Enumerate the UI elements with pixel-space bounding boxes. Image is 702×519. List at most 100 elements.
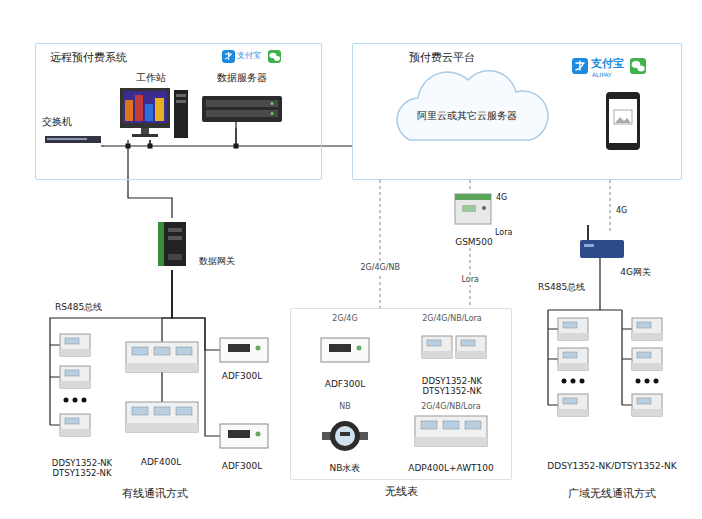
water-meter-icon	[322, 421, 368, 451]
phone-icon	[606, 92, 640, 150]
node-label: 数据服务器	[217, 72, 267, 84]
wechat-icon	[268, 50, 281, 63]
bus-name: RS485总线	[538, 282, 585, 293]
wechat-icon	[630, 58, 646, 74]
4g-gateway-icon	[580, 225, 624, 278]
server-icon	[202, 96, 282, 128]
ellipsis-dots	[82, 398, 87, 403]
link-label: 2G/4G/NB	[359, 263, 402, 273]
rs485-bus	[548, 300, 632, 405]
computer-icon	[176, 100, 186, 103]
wechat-icon	[268, 50, 281, 63]
illustration	[321, 338, 369, 362]
wireless-link	[609, 180, 610, 234]
brand-name: ALIPAY	[592, 71, 612, 78]
alipay-icon	[225, 52, 232, 60]
workstation: 工作站	[112, 72, 190, 140]
bus-wire	[599, 278, 600, 300]
ellipsis-dots	[580, 379, 585, 384]
node-label: 工作站	[136, 72, 166, 84]
alipay-icon	[572, 58, 588, 74]
ellipsis-dots	[73, 398, 78, 403]
signal-name: 4G	[496, 193, 507, 203]
comm-tag: NB	[339, 402, 350, 412]
node-label: ADF400L	[141, 457, 181, 468]
4g-gateway-icon	[599, 258, 600, 278]
server-icon	[271, 112, 274, 115]
node-label: 4G网关	[620, 267, 651, 278]
meter-group: ADF400L	[118, 328, 204, 468]
bus-wire	[236, 128, 352, 146]
wireless-link	[379, 180, 380, 308]
computer-icon	[174, 90, 188, 138]
brand-name: 支付宝	[237, 51, 261, 61]
server-icon	[235, 122, 236, 128]
gsm-module-icon	[482, 206, 486, 210]
gsm-module-icon	[462, 205, 476, 212]
phone-icon	[606, 92, 640, 150]
ellipsis-dots	[571, 379, 576, 384]
illustration	[558, 348, 588, 370]
wireless-link	[469, 180, 470, 190]
meter-group: DDSY1352-NK DTSY1352-NK	[40, 328, 124, 478]
node-label: 交换机	[42, 116, 72, 128]
comm-tag: 2G/4G/NB/Lora	[422, 314, 482, 324]
wireless-meter: 2G/4GADF300L	[300, 314, 390, 390]
node-label: 数据网关	[199, 256, 235, 267]
illustration	[126, 342, 198, 372]
phone-icon	[614, 110, 632, 124]
illustration	[220, 424, 268, 448]
rs485-bus	[50, 328, 60, 425]
illustration	[126, 402, 198, 432]
switch-icon	[101, 145, 104, 146]
bus-wire	[104, 140, 150, 146]
computer-icon	[135, 95, 143, 121]
node-label: 阿里云或其它云服务器	[417, 110, 517, 122]
switch-icon	[45, 136, 104, 146]
ellipsis-dots	[645, 379, 650, 384]
ellipsis-dots	[64, 398, 69, 403]
water-meter-icon	[335, 426, 355, 446]
illustration	[422, 336, 452, 358]
wireless-meter: 2G/4G/NB/LoraDDSY1352-NK DTSY1352-NK	[400, 314, 504, 396]
node-label: DDSY1352-NK DTSY1352-NK	[412, 376, 492, 396]
ellipsis-dots	[562, 379, 659, 384]
computer-icon	[176, 94, 186, 97]
phone-icon	[609, 99, 637, 143]
ellipsis-dots	[562, 379, 567, 384]
node-label: NB水表	[330, 463, 361, 474]
data-server: 数据服务器	[198, 72, 286, 128]
cloud-server: 阿里云或其它云服务器	[392, 68, 542, 150]
computer-icon	[125, 100, 133, 121]
wireless-meter: 2G/4G/NB/LoraADP400L+AWT100	[396, 402, 506, 474]
water-meter-icon	[340, 432, 350, 436]
node-label: 无线表	[291, 485, 511, 498]
section-caption: 广域无线通讯方式	[568, 487, 656, 500]
wechat-icon	[637, 66, 644, 72]
signal-name: Lora	[495, 228, 512, 238]
wechat-icon	[630, 58, 646, 74]
illustration	[558, 318, 588, 340]
section-caption: 有线通讯方式	[122, 487, 188, 500]
signal-name: 4G	[616, 206, 627, 216]
wireless-panel: 无线表2G/4GADF300L2G/4G/NB/LoraDDSY1352-NK …	[290, 308, 512, 480]
illustration	[632, 394, 662, 416]
illustration	[632, 318, 662, 340]
bus-wire	[150, 128, 236, 146]
computer-icon	[120, 88, 170, 128]
comm-tag: 2G/4G	[332, 314, 357, 324]
alipay-icon	[572, 58, 588, 74]
ellipsis-dots	[636, 379, 641, 384]
computer-icon	[123, 91, 167, 123]
system-panel: 远程预付费系统工作站数据服务器交换机	[35, 43, 322, 180]
bus-name: RS485总线	[55, 302, 102, 313]
bus-wire	[172, 270, 212, 350]
alipay-icon	[576, 61, 585, 71]
computer-icon	[155, 98, 164, 121]
illustration	[558, 394, 588, 416]
4g-gateway-icon	[584, 244, 594, 247]
4g-gateway-icon	[580, 240, 624, 258]
